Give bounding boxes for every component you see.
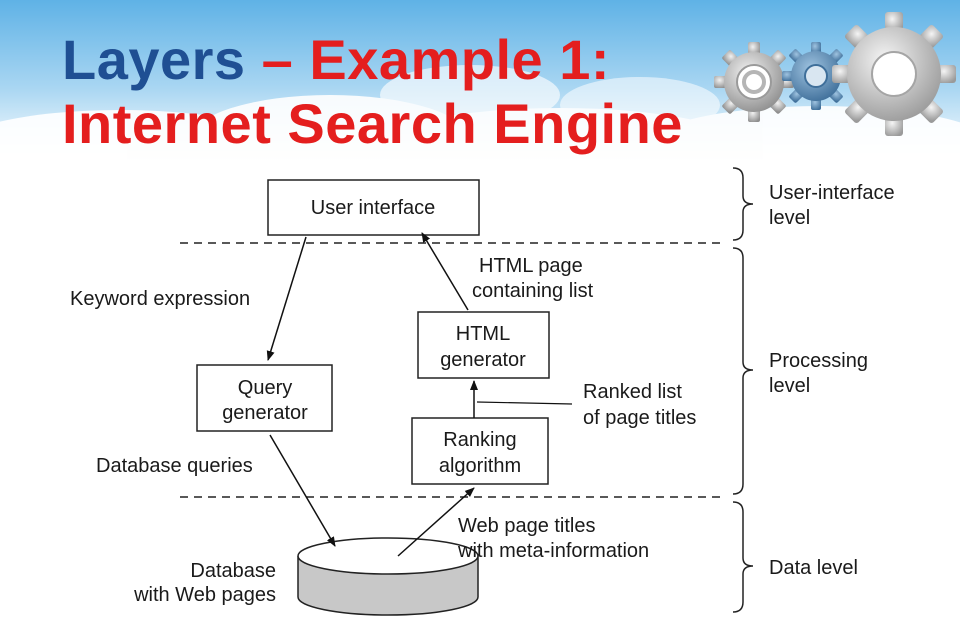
title-example: Example 1: (309, 28, 611, 91)
query-generator-label-1: Query (238, 377, 292, 399)
web-page-titles-label-2: with meta-information (457, 540, 649, 562)
processing-level-label-2: level (769, 375, 810, 397)
gears-icon (714, 12, 956, 136)
ranking-algorithm-label-1: Ranking (443, 429, 516, 451)
brace-data-level (732, 501, 754, 613)
query-generator-label-2: generator (222, 402, 308, 424)
ranking-algorithm-label-2: algorithm (439, 455, 521, 477)
brace-user-interface-level (732, 167, 754, 241)
database-label-1: Database (190, 560, 276, 582)
keyword-expression-label: Keyword expression (70, 288, 250, 310)
database-cylinder (297, 537, 479, 616)
user-interface-level-label-2: level (769, 207, 810, 229)
slide-title-line-2: Internet Search Engine (62, 92, 683, 155)
database-queries-label: Database queries (96, 455, 253, 477)
arrow-web-page-titles (397, 487, 475, 557)
database-label-2: with Web pages (133, 584, 276, 606)
arrow-database-queries (269, 434, 336, 547)
title-layers: Layers (62, 28, 246, 91)
ranked-list-label-2: of page titles (583, 407, 696, 429)
arrow-keyword-expression (266, 236, 307, 361)
arrow-html-page (421, 232, 469, 311)
title-dash: – (261, 28, 294, 91)
html-generator-label-2: generator (440, 349, 526, 371)
ranked-list-label-1: Ranked list (583, 381, 682, 403)
user-interface-label: User interface (311, 197, 436, 219)
html-generator-label-1: HTML (456, 323, 510, 345)
query-generator-box: Query generator (196, 364, 333, 432)
web-page-titles-label-1: Web page titles (458, 515, 596, 537)
data-level-label: Data level (769, 557, 858, 579)
user-interface-level-label-1: User-interface (769, 182, 895, 204)
user-interface-box: User interface (267, 179, 480, 236)
html-page-label-2: containing list (472, 280, 594, 302)
ranking-algorithm-box: Ranking algorithm (411, 417, 549, 485)
processing-level-label-1: Processing (769, 350, 868, 372)
ranked-list-pointer (476, 401, 573, 405)
slide-title-line-1: Layers – Example 1: (62, 30, 610, 90)
html-generator-box: HTML generator (417, 311, 550, 379)
html-page-label-1: HTML page (479, 255, 583, 277)
brace-processing-level (732, 247, 754, 495)
